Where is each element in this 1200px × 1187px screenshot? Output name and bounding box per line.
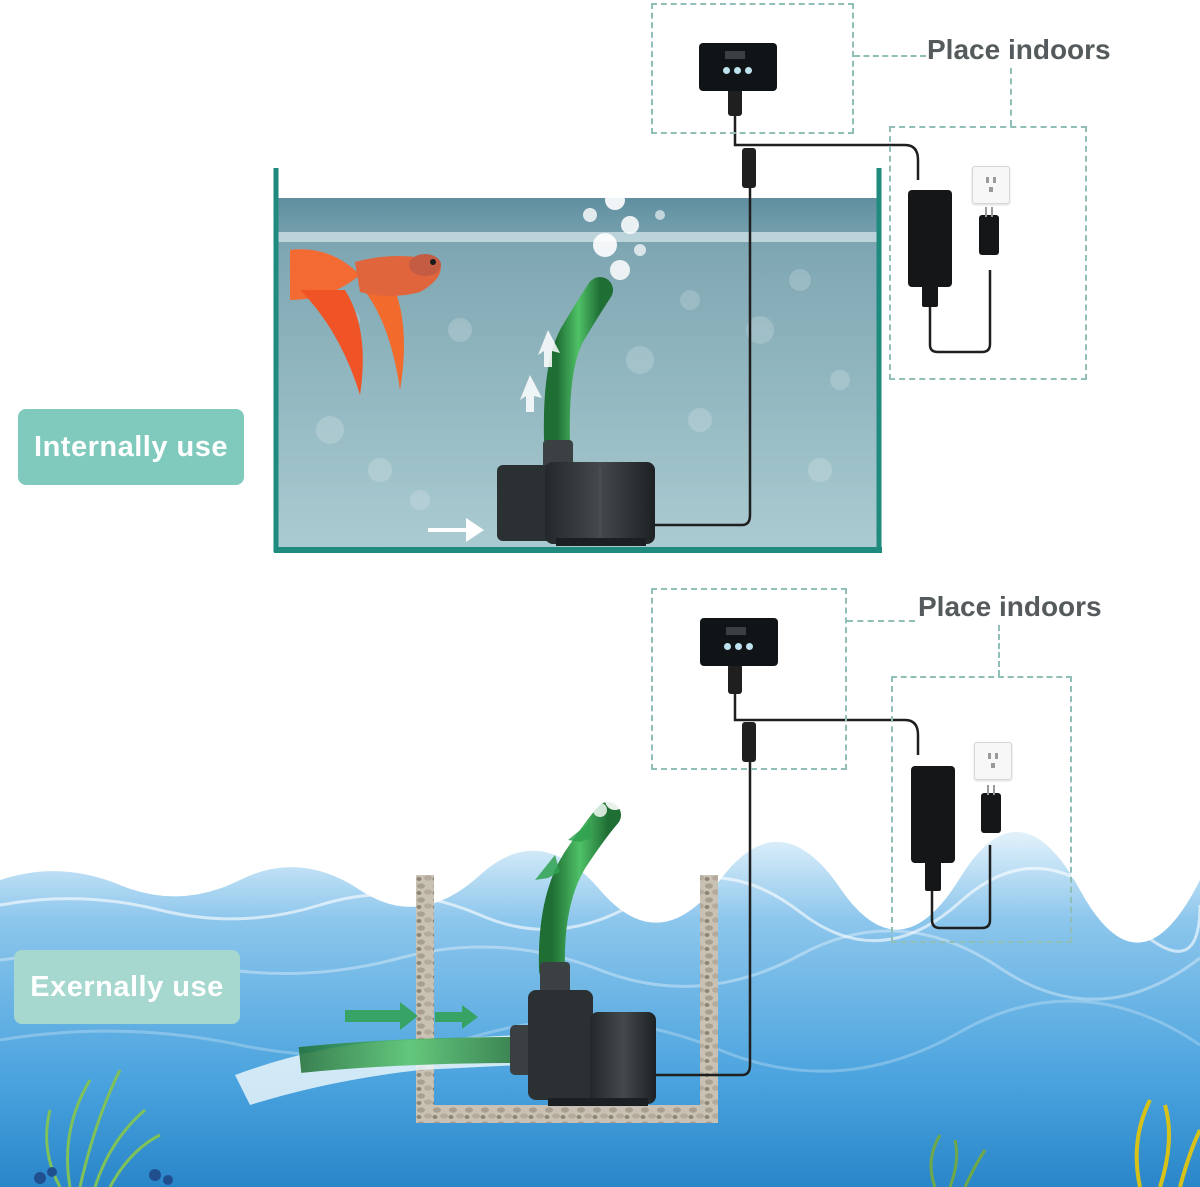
- controller-button: [723, 67, 730, 74]
- outlet-slot: [995, 753, 998, 759]
- betta-fish-icon: [290, 249, 441, 395]
- plug-bottom-prong: [993, 785, 995, 795]
- controller-box-bottom: [651, 588, 847, 770]
- seaweed-right-icon: [1134, 1099, 1200, 1187]
- plug-top-icon: [979, 215, 999, 255]
- dash-connector-bottom-v: [998, 625, 1000, 676]
- controller-button: [735, 643, 742, 650]
- connector-icon: [728, 86, 756, 762]
- power-adapter-bottom-icon: [911, 766, 955, 863]
- outlet-slot: [986, 177, 989, 183]
- flow-arrows-bottom-icon: [345, 822, 592, 1030]
- controller-display: [725, 51, 745, 59]
- outlet-slot: [989, 187, 993, 192]
- dash-connector-top-v: [1010, 68, 1012, 126]
- intake-arrow-top-icon: [428, 518, 484, 542]
- hose-top: [543, 277, 613, 453]
- flow-arrows-top-icon: [520, 330, 560, 412]
- adapter-box-bottom: [891, 676, 1072, 943]
- cables: [655, 90, 992, 1077]
- seaweed-mid-icon: [929, 1134, 987, 1187]
- outlet-slot: [993, 177, 996, 183]
- dash-connector-bottom-h: [847, 620, 915, 622]
- outlet-slot: [991, 763, 995, 768]
- plug-bottom-icon: [981, 793, 1001, 833]
- controller-top-icon: [699, 43, 777, 91]
- power-adapter-bottom-connector: [925, 861, 941, 891]
- plug-top-prong: [991, 207, 993, 217]
- wall-outlet-bottom-icon: [974, 742, 1012, 780]
- water-pump-icon: [497, 440, 655, 546]
- water-splash-icon: [570, 167, 665, 293]
- controller-bottom-icon: [700, 618, 778, 666]
- hose-intake: [298, 1037, 521, 1073]
- internally-use-badge: Internally use: [18, 409, 244, 485]
- plug-bottom-prong: [987, 785, 989, 795]
- power-adapter-top-icon: [908, 190, 952, 287]
- coral-left-icon: [34, 1167, 173, 1185]
- controller-button: [734, 67, 741, 74]
- externally-use-badge: Exernally use: [14, 950, 240, 1024]
- plug-top-prong: [985, 207, 987, 217]
- controller-button: [745, 67, 752, 74]
- water-splash-bottom-icon: [593, 783, 656, 817]
- place-indoors-label-top: Place indoors: [927, 34, 1111, 65]
- seaweed-left-icon: [45, 1069, 161, 1187]
- wall-outlet-top-icon: [972, 166, 1010, 204]
- controller-box-top: [651, 3, 854, 134]
- dash-connector-top-h: [854, 55, 926, 57]
- outlet-slot: [988, 753, 991, 759]
- controller-display: [726, 627, 746, 635]
- controller-button: [724, 643, 731, 650]
- adapter-box-top: [889, 126, 1087, 380]
- hose-outlet: [538, 802, 621, 983]
- power-adapter-top-connector: [922, 285, 938, 307]
- controller-button: [746, 643, 753, 650]
- place-indoors-label-bottom: Place indoors: [918, 591, 1102, 622]
- water-pump-bottom-icon: [510, 962, 656, 1106]
